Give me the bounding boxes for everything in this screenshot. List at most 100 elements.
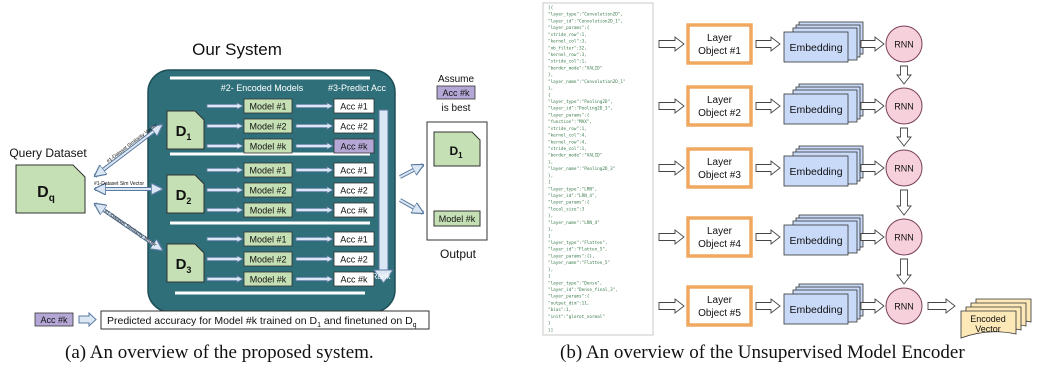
acc-label: Acc #k bbox=[340, 275, 368, 285]
json-line: }] bbox=[548, 327, 553, 333]
assume-acc-label: Acc #k bbox=[442, 88, 470, 98]
rnn-to-vector-arrow bbox=[927, 298, 956, 314]
json-line: "local_size":3 bbox=[548, 206, 585, 212]
layer-object-label: Object #1 bbox=[698, 46, 741, 57]
output-dataset-label: D1 bbox=[449, 144, 463, 160]
json-to-layer-arrow bbox=[658, 160, 685, 176]
acc-box bbox=[333, 98, 375, 114]
query-dataset-symbol: Dq bbox=[37, 184, 55, 204]
json-line: { bbox=[548, 233, 551, 239]
json-line: "output_dim":11, bbox=[548, 300, 589, 306]
json-line: }, bbox=[548, 72, 553, 78]
assume-is-best: is best bbox=[442, 103, 471, 114]
panel-b: [{ "layer_type":"Convolution2D", "layer_… bbox=[542, 2, 1032, 339]
json-line: "nb_filter":32, bbox=[548, 45, 587, 51]
caption-b: (b) An overview of the Unsupervised Mode… bbox=[560, 342, 965, 363]
assume-text: Assume bbox=[438, 74, 475, 85]
acc-label: Acc #1 bbox=[340, 235, 368, 245]
rnn-node bbox=[885, 87, 923, 125]
acc-box bbox=[333, 202, 375, 218]
json-line: "kernel_col":3, bbox=[548, 39, 587, 45]
model-box bbox=[243, 202, 293, 218]
rnn-node bbox=[885, 149, 923, 187]
acc-box bbox=[333, 162, 375, 178]
json-line: "layer_params":{}, bbox=[548, 253, 595, 259]
panel-a: Our System #2- Encoded Models #3-Predict… bbox=[9, 40, 488, 330]
layer-object-label: Object #5 bbox=[698, 308, 741, 319]
layer-to-embedding-arrow bbox=[755, 160, 781, 176]
acc-box bbox=[333, 231, 375, 247]
layer-object-prefix: Layer bbox=[707, 157, 733, 168]
json-line: "layer_id":"Convolution2D_1", bbox=[548, 18, 623, 24]
json-line: "kernel_row":3, bbox=[548, 52, 587, 58]
json-line: }, bbox=[548, 213, 553, 219]
model-to-acc-arrow bbox=[295, 255, 334, 263]
model-to-acc-arrow bbox=[295, 142, 334, 150]
embedding-to-rnn-arrow bbox=[860, 36, 885, 52]
layer-object-prefix: Layer bbox=[707, 33, 733, 44]
rnn-label: RNN bbox=[894, 233, 914, 243]
json-line: "stride_row":1, bbox=[548, 32, 587, 38]
embedding-label: Embedding bbox=[789, 42, 842, 54]
json-line: } bbox=[548, 321, 551, 327]
json-line: "layer_type":"Pooling2D", bbox=[548, 99, 613, 105]
embedding-box bbox=[783, 293, 849, 325]
dataset-to-model-arrow bbox=[206, 142, 244, 150]
rnn-down-arrow bbox=[896, 65, 912, 85]
model-box bbox=[243, 118, 293, 134]
json-line: }, bbox=[548, 267, 553, 273]
acc-label: Acc #1 bbox=[340, 166, 368, 176]
json-line: "layer_name":"Pooling2D_3" bbox=[548, 166, 615, 172]
model-label: Model #2 bbox=[249, 186, 286, 196]
output-dataset bbox=[433, 131, 481, 167]
rnn-label: RNN bbox=[894, 40, 914, 50]
layer-to-embedding-arrow bbox=[755, 229, 781, 245]
json-line: "layer_type":"Flatten", bbox=[548, 240, 608, 246]
rank-label: Rank bbox=[372, 272, 392, 281]
model-label: Model #1 bbox=[249, 235, 286, 245]
acc-box bbox=[333, 118, 375, 134]
output-label: Output bbox=[440, 247, 477, 261]
json-line: "layer_type":"LRN", bbox=[548, 186, 597, 192]
assume-acc-badge bbox=[436, 85, 476, 100]
col3-header: #3-Predict Acc bbox=[328, 83, 387, 93]
json-line: "border_mode":"VALID" bbox=[548, 65, 602, 71]
layer-object-label: Object #2 bbox=[698, 108, 741, 119]
model-box bbox=[243, 138, 293, 154]
json-line: "layer_name":"Flatten_5" bbox=[548, 260, 610, 266]
dataset-to-model-arrow bbox=[206, 186, 244, 194]
model-label: Model #k bbox=[250, 206, 287, 216]
similarity-label-2: #1-Dataset Sim Vector bbox=[94, 181, 144, 187]
json-line: "kernel_row":4, bbox=[548, 139, 587, 145]
acc-box bbox=[333, 251, 375, 267]
json-line: "layer_type":"Dense", bbox=[548, 280, 602, 286]
json-line: }, bbox=[548, 173, 553, 179]
layer-object-label: Object #3 bbox=[698, 170, 741, 181]
layer-to-embedding-arrow bbox=[755, 98, 781, 114]
json-line: "border_mode":"VALID" bbox=[548, 153, 602, 159]
rank-arrow-head bbox=[373, 269, 394, 284]
json-line: "layer_name":"Convolution2D_1" bbox=[548, 79, 626, 85]
json-lines: [{ "layer_type":"Convolution2D", "layer_… bbox=[548, 5, 626, 333]
caption-a: (a) An overview of the proposed system. bbox=[65, 342, 374, 363]
model-box bbox=[243, 98, 293, 114]
layer-object-box bbox=[686, 23, 753, 65]
embedding-label: Embedding bbox=[789, 235, 842, 247]
rnn-down-arrow bbox=[896, 189, 912, 216]
output-model bbox=[433, 210, 481, 227]
json-to-layer-arrow bbox=[658, 36, 685, 52]
json-line: "layer_name":"LRN_4" bbox=[548, 220, 600, 226]
model-box bbox=[243, 271, 293, 287]
acc-box bbox=[333, 271, 375, 287]
json-line: "bias":1, bbox=[548, 307, 571, 313]
json-line: "stride_col":1, bbox=[548, 146, 587, 152]
rnn-label: RNN bbox=[894, 302, 914, 312]
json-line: }, bbox=[548, 159, 553, 165]
